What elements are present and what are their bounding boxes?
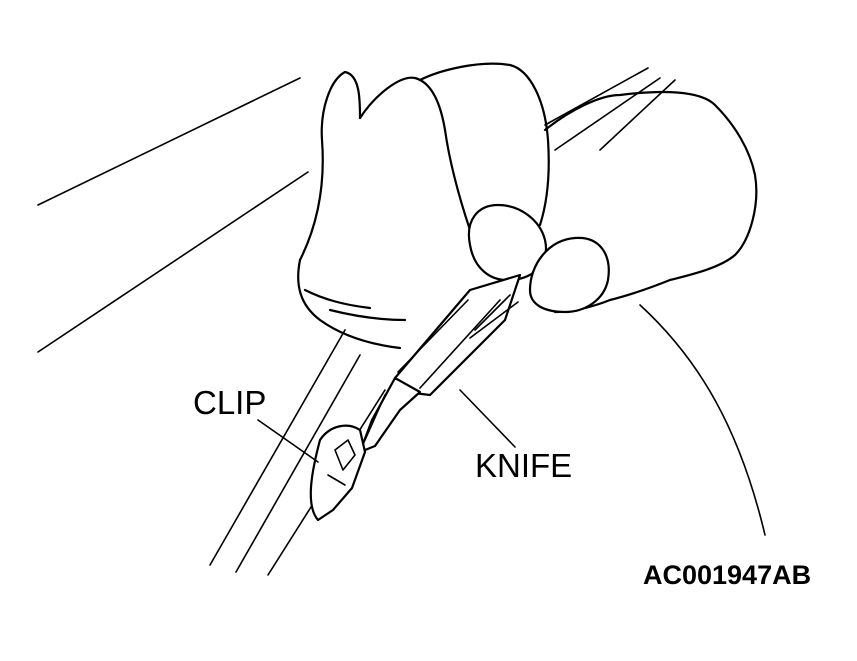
leader-lines	[257, 389, 516, 463]
knife	[358, 273, 522, 454]
panel-edge-lines	[37, 77, 309, 353]
clip	[309, 424, 367, 522]
figure-code: AC001947AB	[643, 560, 812, 590]
knife-label: KNIFE	[475, 447, 573, 484]
clip-label: CLIP	[193, 384, 267, 421]
hand	[297, 62, 766, 536]
